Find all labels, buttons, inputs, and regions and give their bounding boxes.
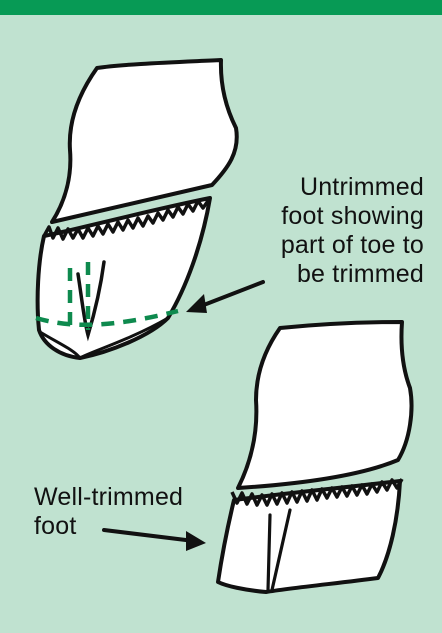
well-trimmed-foot-label: Well-trimmed foot bbox=[34, 483, 234, 541]
untrimmed-foot bbox=[36, 60, 237, 358]
well-trimmed-foot bbox=[218, 322, 412, 592]
well-trimmed-leg bbox=[238, 322, 412, 488]
untrimmed-foot-label: Untrimmed foot showing part of toe to be… bbox=[214, 173, 424, 289]
untrimmed-hoof bbox=[38, 198, 210, 358]
